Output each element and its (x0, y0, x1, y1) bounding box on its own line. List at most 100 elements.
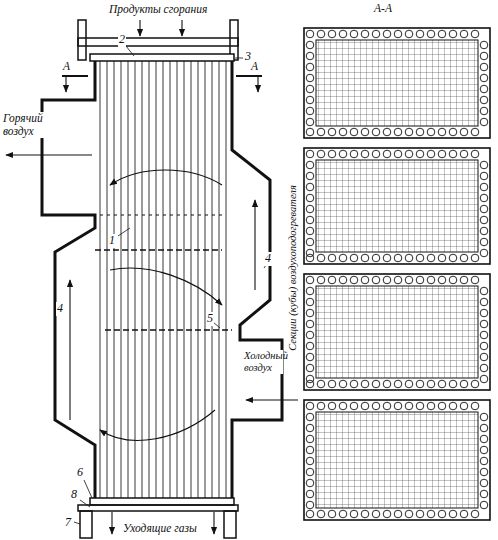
tube-hole (306, 150, 314, 158)
tube-hole (480, 287, 488, 295)
tube-hole (350, 276, 358, 284)
tube-hole (471, 510, 479, 518)
tube-hole (480, 457, 488, 465)
tube (170, 61, 171, 498)
preheater-cube (304, 148, 490, 264)
tube-hole (383, 510, 391, 518)
cube-outline (304, 148, 490, 264)
tube-hole (438, 30, 446, 38)
tube-hole (416, 276, 424, 284)
tube-hole (306, 205, 314, 213)
tube-hole (372, 254, 380, 262)
tube (212, 61, 213, 498)
tube-hole (317, 128, 325, 136)
flow-label: Продукты сгорания (108, 3, 208, 16)
tube-hole (394, 30, 402, 38)
tube-hole (306, 41, 314, 49)
cube-outline (304, 400, 490, 520)
tube-hole (394, 128, 402, 136)
callout-number: 6 (76, 466, 84, 480)
preheater-cube (304, 400, 490, 520)
tube-hole (328, 380, 336, 388)
tube-hole (306, 276, 314, 284)
tube-hole (438, 128, 446, 136)
tube-hole (306, 30, 314, 38)
tube-hole (306, 107, 314, 115)
tube-hole (480, 309, 488, 317)
tube-hole (480, 183, 488, 191)
tube-hole (383, 150, 391, 158)
tube-hole (471, 128, 479, 136)
tube-hole (438, 150, 446, 158)
callout-number: 5 (206, 312, 214, 326)
section-mark: А (62, 60, 71, 73)
tube-hole (372, 30, 380, 38)
section-title: А-А (373, 2, 393, 15)
tube-hole (306, 287, 314, 295)
tube-hole (449, 276, 457, 284)
tube-hole (460, 380, 468, 388)
tube (198, 61, 199, 498)
callout-number: 2 (118, 33, 126, 47)
tube-hole (350, 128, 358, 136)
tube-hole (328, 30, 336, 38)
tube-hole (480, 194, 488, 202)
tube-hole (480, 446, 488, 454)
tube-hole (383, 402, 391, 410)
tube-hole (306, 490, 314, 498)
tube-hole (317, 30, 325, 38)
tube (121, 61, 122, 498)
tube-hole (394, 254, 402, 262)
tube-hole (438, 402, 446, 410)
tube-hole (339, 276, 347, 284)
tube-hole (427, 128, 435, 136)
cube-outline (304, 28, 490, 138)
tube-hole (306, 402, 314, 410)
tube-hole (480, 342, 488, 350)
tube-hole (394, 380, 402, 388)
tube-hole (306, 309, 314, 317)
tube-hole (480, 205, 488, 213)
tube-hole (449, 254, 457, 262)
tube-hole (372, 380, 380, 388)
tube-hole (394, 402, 402, 410)
tube-hole (306, 457, 314, 465)
tube-hole (306, 172, 314, 180)
tube-hole (460, 150, 468, 158)
tube-hole (471, 380, 479, 388)
tube-hole (471, 150, 479, 158)
tube-hole (361, 254, 369, 262)
tube-hole (361, 380, 369, 388)
tube-hole (480, 227, 488, 235)
tube (100, 61, 101, 498)
tube-hole (306, 183, 314, 191)
tube-hole (361, 276, 369, 284)
tube-hole (480, 331, 488, 339)
tube-hole (405, 402, 413, 410)
callout-number: 8 (70, 488, 78, 502)
tube-hole (350, 150, 358, 158)
callout-number: 7 (64, 516, 72, 530)
tube-hole (306, 320, 314, 328)
tube-hole (480, 172, 488, 180)
tube-hole (480, 249, 488, 257)
tube-hole (480, 216, 488, 224)
tube-hole (328, 128, 336, 136)
tube-hole (306, 468, 314, 476)
flow-label: Горячий воздух (2, 112, 46, 138)
tube-hole (480, 364, 488, 372)
tube-hole (306, 238, 314, 246)
tube-hole (306, 96, 314, 104)
tube-grid (316, 40, 478, 126)
tube-hole (372, 402, 380, 410)
tube-hole (449, 30, 457, 38)
tube-hole (361, 402, 369, 410)
preheater-cube (304, 28, 490, 138)
tube-hole (480, 424, 488, 432)
tube-hole (306, 342, 314, 350)
tube (219, 61, 220, 498)
tube-hole (317, 254, 325, 262)
